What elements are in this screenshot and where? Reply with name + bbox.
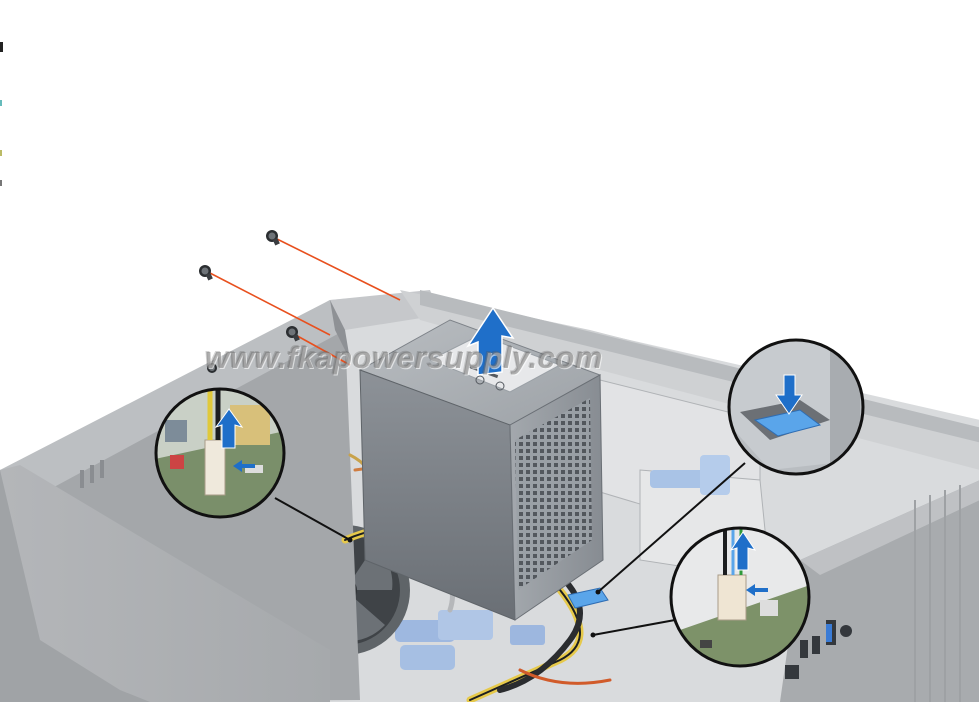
- callout-cable-connector-left: [154, 387, 286, 519]
- callout-release-tab: [727, 338, 865, 476]
- lift-arrow: [466, 306, 515, 376]
- edge-marks: [0, 42, 3, 186]
- screw-icon: [207, 363, 217, 373]
- screw-icon: [199, 265, 213, 281]
- callout-leaders: [274, 462, 746, 636]
- callout-cable-connector-right: [669, 526, 811, 668]
- screw-icons: [199, 230, 300, 373]
- screw-icon: [266, 230, 280, 246]
- screw-guides: [207, 237, 401, 366]
- screw-icon: [286, 326, 300, 342]
